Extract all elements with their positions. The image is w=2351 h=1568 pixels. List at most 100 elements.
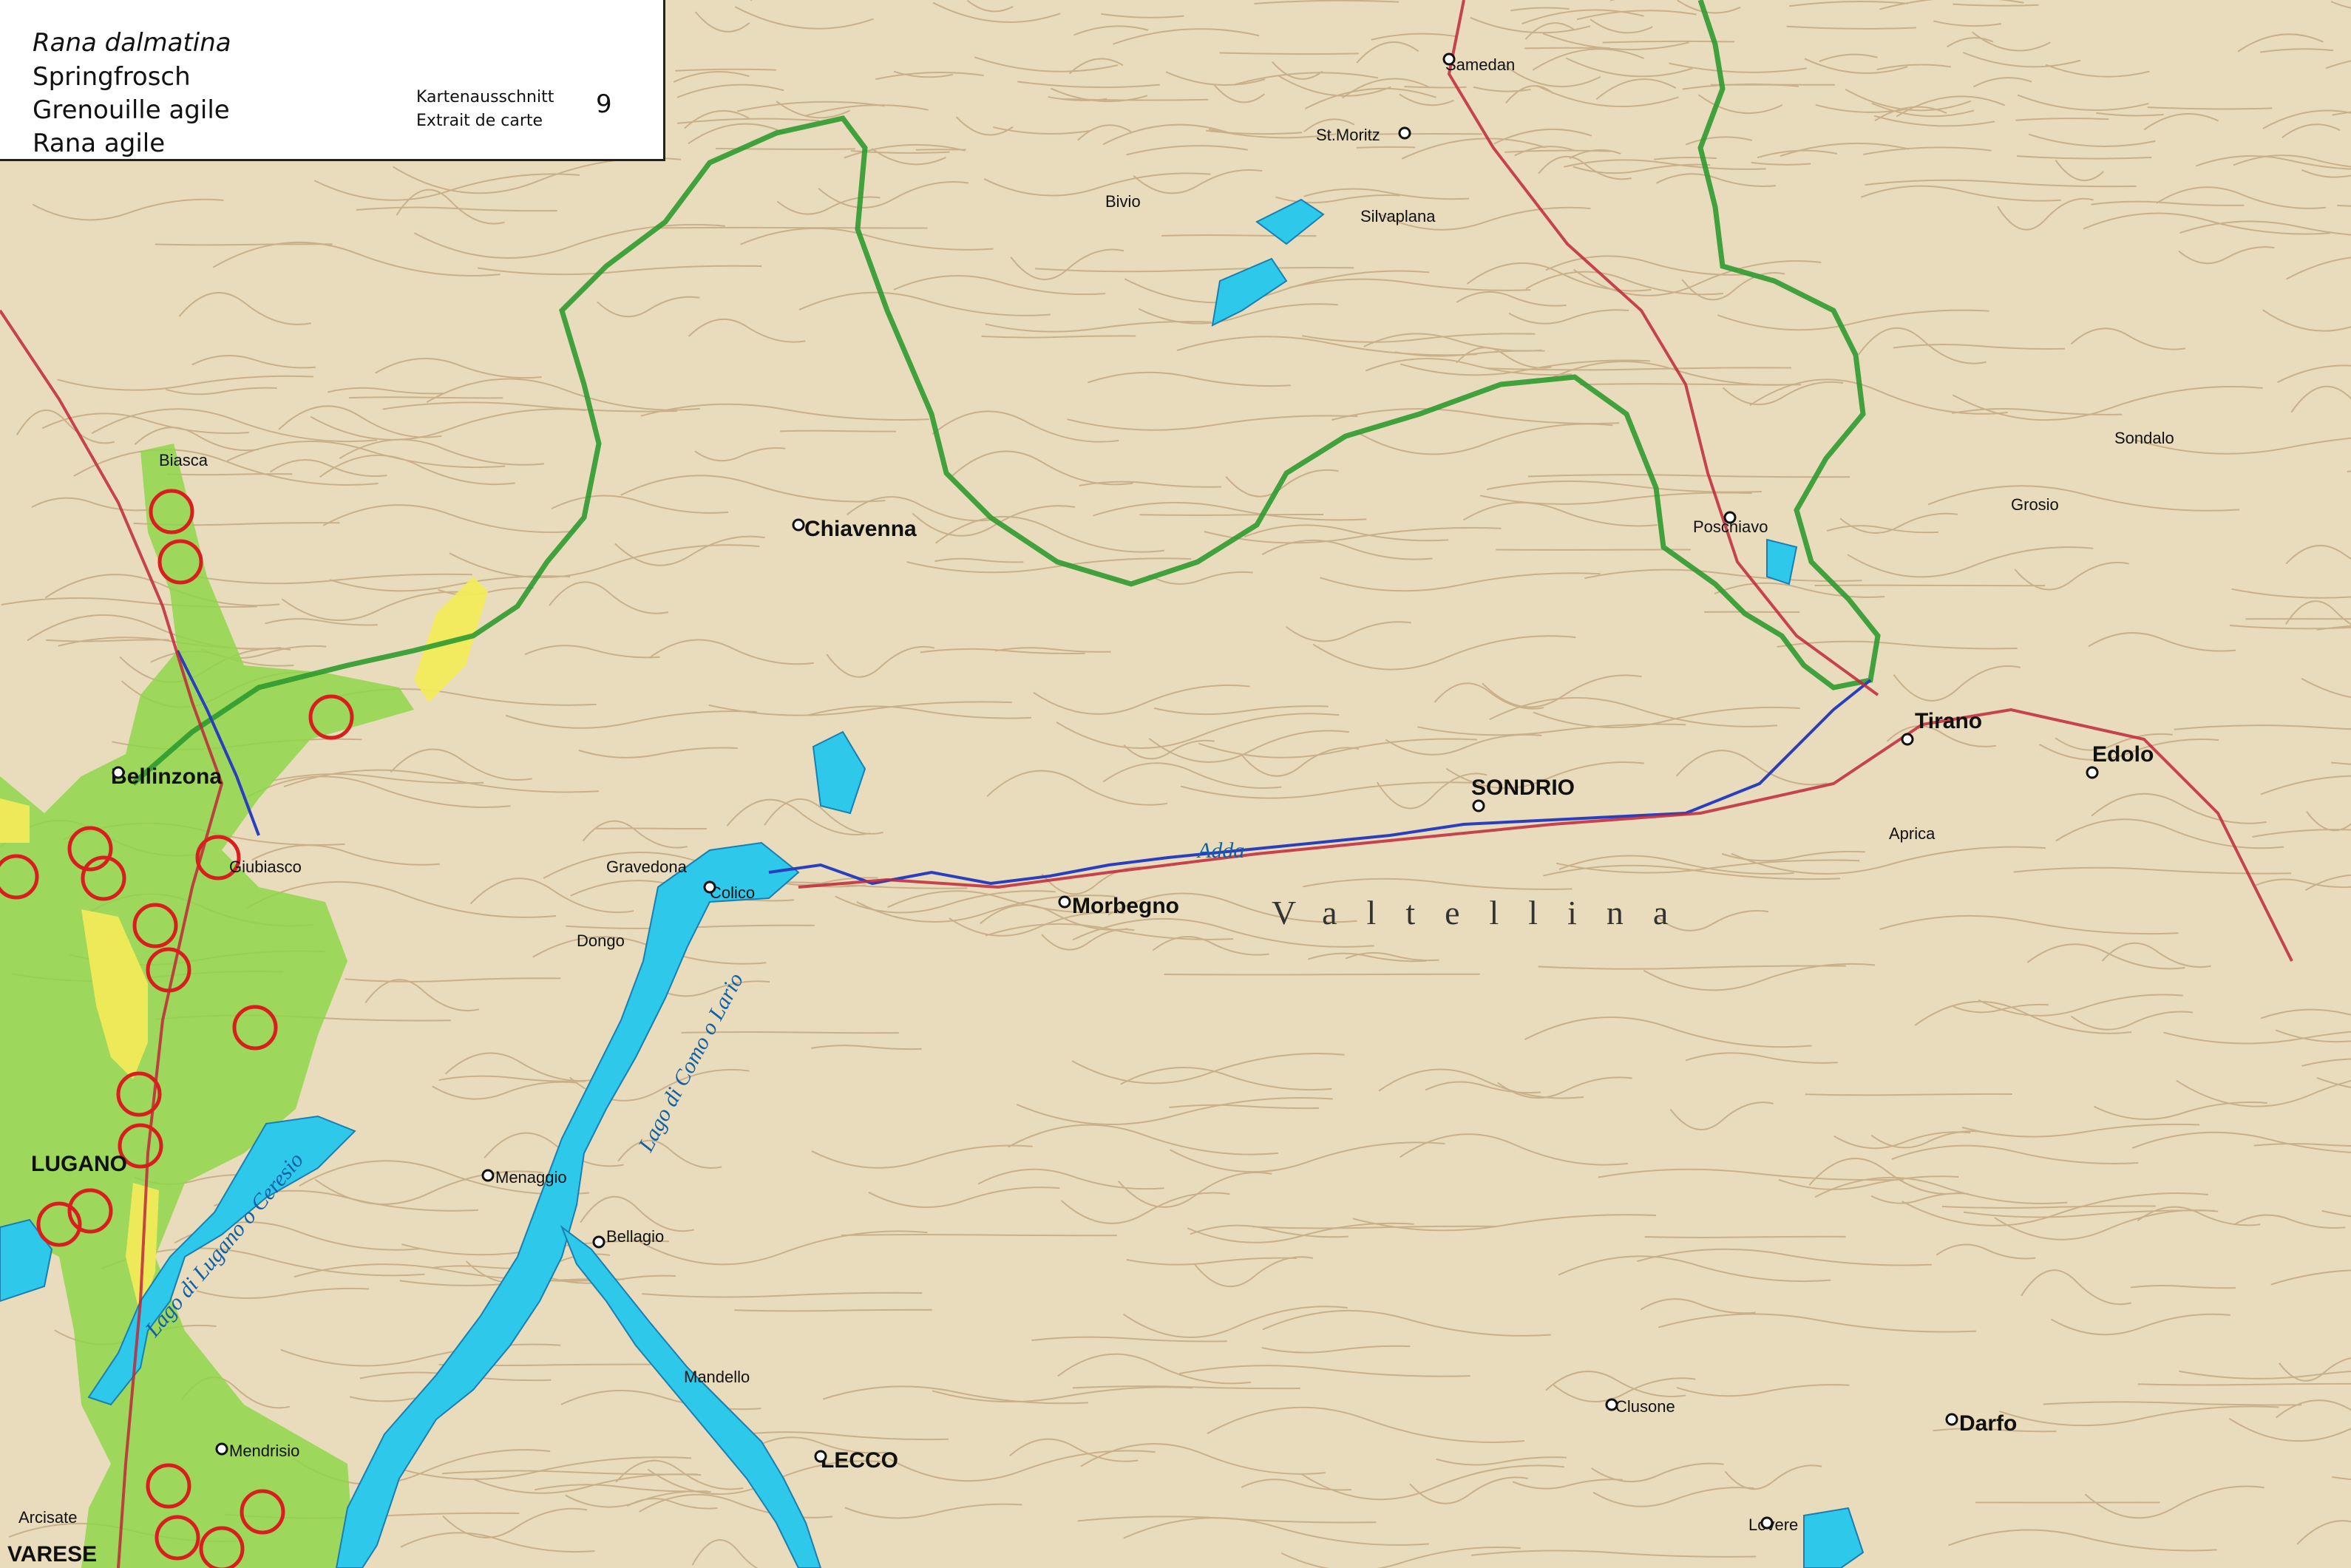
contour-line [811,1045,922,1051]
contour-line [319,454,515,486]
lake-mezzola [812,730,866,815]
contour-line [1788,0,1908,7]
contour-line [1102,123,1231,146]
town-marker [1442,52,1456,66]
contour-line [2253,1143,2351,1147]
contour-line [2096,112,2164,117]
contour-line [1009,1438,1139,1462]
contour-line [1113,28,1260,45]
contour-line [1117,1171,1272,1208]
contour-line [2260,1008,2351,1019]
contour-line [986,770,1168,806]
place-giubiasco: Giubiasco [229,858,302,876]
place-gravedona: Gravedona [606,858,688,876]
town-marker [592,1235,605,1249]
contour-line [1504,149,1611,153]
contour-line [432,1081,577,1100]
contour-line [2285,257,2351,280]
contour-line [1778,1175,1959,1190]
contour-line [2043,1401,2302,1406]
contour-line [1077,124,1132,141]
lake-como [335,841,800,1568]
contour-line [734,6,874,30]
contour-line [2134,437,2351,455]
contour-line [893,275,1106,296]
lake-poschiavo [1766,538,1798,586]
contour-line [477,265,762,276]
contour-line [549,581,669,614]
contour-line [1933,1428,2057,1433]
contour-line [844,143,966,159]
contour-line [134,427,259,452]
contour-line [2228,1418,2351,1442]
contour-line [2233,155,2351,168]
contour-line [2088,632,2236,652]
contour-line [850,150,950,154]
contour-line [195,573,472,585]
contour-line [640,403,929,421]
contour-line [977,1168,1164,1190]
contour-line [811,1144,1033,1169]
contour-line [27,614,281,650]
roads [0,0,2293,1568]
contour-line [1573,163,1711,174]
contour-line [847,496,994,522]
contour-line [648,639,814,665]
contour-line [1401,138,1547,160]
place-dongo: Dongo [577,931,625,950]
contour-line [2137,1206,2261,1226]
contour-line [1640,1298,1756,1314]
contour-line [1262,1309,1551,1337]
record-circle [116,1071,162,1117]
record-circle [146,1463,191,1509]
contour-line [2325,60,2351,69]
contour-line [2301,169,2351,178]
sheet-number: 9 [596,89,612,119]
contour-line [1079,481,1221,488]
town-marker [814,1450,827,1463]
contour-line [322,504,576,533]
contour-line [1101,13,1184,18]
contour-line [1860,185,2061,202]
contour-line [2156,186,2327,209]
contour-line [1275,194,1400,204]
contour-line [1826,525,1938,534]
contour-line [1473,86,1531,92]
contour-line [1120,1067,1332,1091]
contour-line [1512,1479,1623,1490]
contour-line [596,827,707,829]
contour-line [1863,146,1992,155]
contour-line [2070,1011,2194,1031]
contour-line [1178,1365,1470,1377]
contour-line [736,101,885,112]
contour-line [1552,1377,1696,1402]
contour-line [1093,501,1367,521]
place-labels: Bellinzona LUGANO Chiavenna St.Moritz Sa… [7,55,2174,1567]
town-marker [792,518,805,532]
contour-line [932,410,1119,443]
contour-line [1254,0,1400,4]
contour-line [920,648,1085,655]
contour-line [1470,16,1591,34]
contour-line [1456,347,1552,369]
contour-line [1170,1141,1445,1173]
contour-line [1893,344,2065,350]
contour-line [1271,61,1323,80]
record-circles [0,489,354,1568]
lake-iseo [1803,1507,1865,1568]
contour-line [1031,1336,1227,1343]
contour-line [1068,58,1124,75]
contour-line [1126,1257,1297,1266]
contour-line [893,70,953,78]
contour-line [1936,1243,2036,1260]
lakes [0,198,1865,1568]
contour-line [676,118,820,124]
contour-line [1542,33,1689,51]
contour-line [1345,951,1439,962]
lake-como-lecco-arm [560,1225,822,1568]
contour-line [992,126,1090,135]
contour-line [1365,357,1573,376]
record-circle [36,1201,82,1247]
contour-line [1961,1123,2200,1138]
